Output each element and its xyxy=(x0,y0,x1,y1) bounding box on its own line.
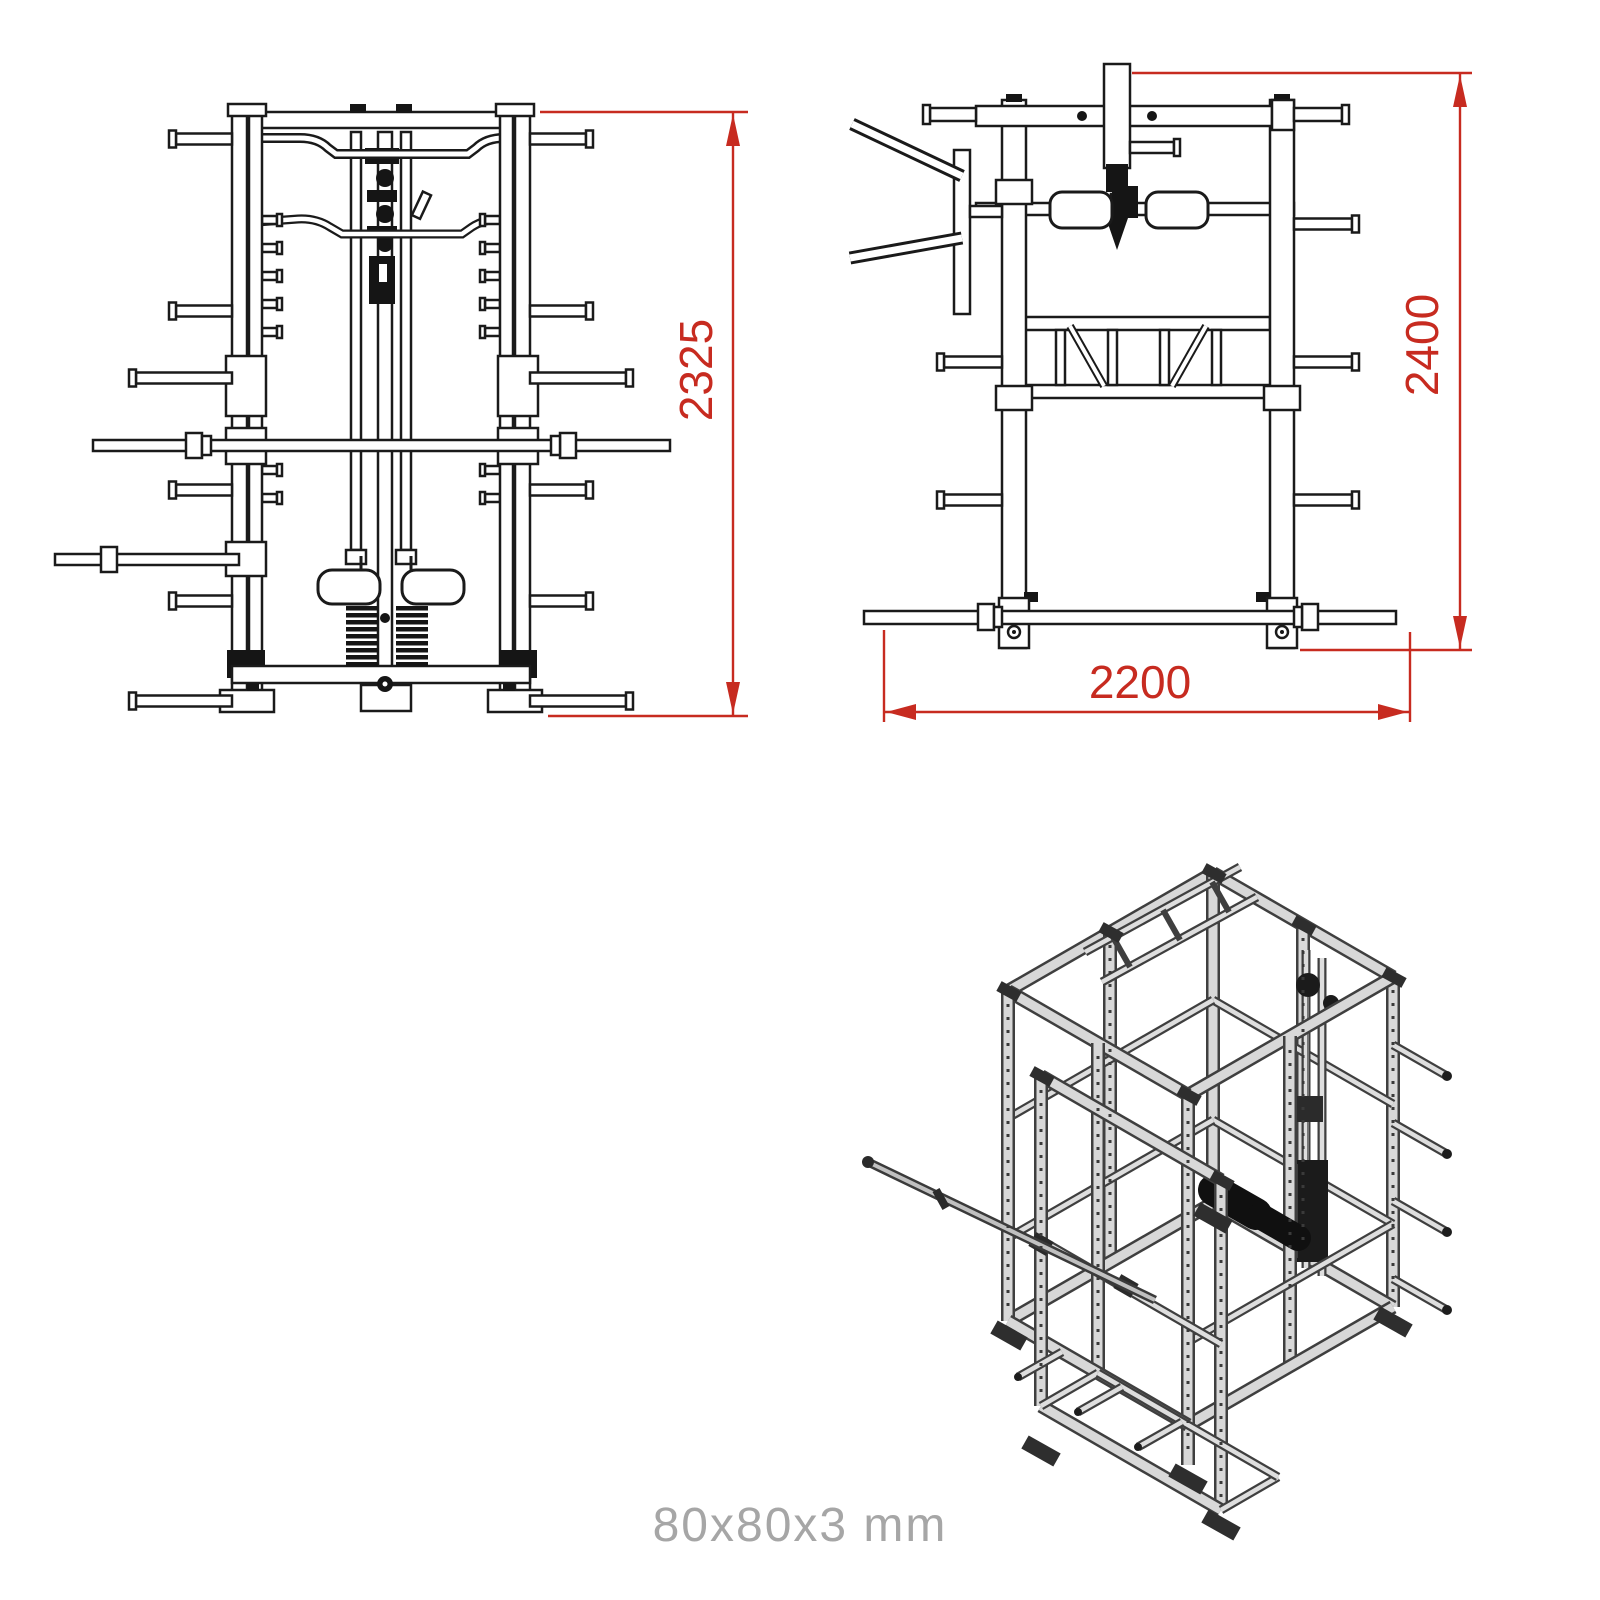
top-beam xyxy=(244,110,506,130)
arrow-up-icon xyxy=(726,114,740,146)
top-beam xyxy=(921,98,1351,132)
arrow-up-icon xyxy=(1453,75,1467,107)
truss-beam xyxy=(1020,315,1272,400)
isometric-view xyxy=(862,863,1452,1541)
base-plates xyxy=(990,1202,1413,1541)
barbell xyxy=(862,1156,1157,1305)
weight-pegs-left xyxy=(127,129,234,711)
arrow-left-icon xyxy=(886,704,916,720)
arrow-right-icon xyxy=(1378,704,1408,720)
pulley-carriage xyxy=(365,148,399,304)
weight-pegs xyxy=(935,214,1361,510)
arrow-down-icon xyxy=(1453,616,1467,648)
storage-barbell xyxy=(53,545,241,574)
dimension-side-height: 2400 xyxy=(1132,71,1472,652)
weight-pegs-right xyxy=(528,129,635,711)
storage-pegs xyxy=(1014,1348,1185,1451)
dimension-side-width: 2200 xyxy=(882,630,1412,722)
weight-pegs xyxy=(1390,1041,1452,1315)
front-view xyxy=(53,102,672,714)
mid-barbell xyxy=(91,431,672,460)
stack-carriage xyxy=(1295,1096,1323,1122)
weight-stack xyxy=(316,556,466,692)
floor-barbell xyxy=(862,592,1398,650)
front-upright xyxy=(1000,94,1028,650)
seat-pads xyxy=(1048,186,1210,230)
arrow-down-icon xyxy=(726,682,740,714)
dimension-front-height: 2325 xyxy=(540,110,748,718)
post-caps xyxy=(996,863,1407,1191)
dip-handles xyxy=(848,118,1004,316)
side-view xyxy=(848,62,1398,650)
rear-upright xyxy=(1268,94,1296,650)
dimension-value-side-width: 2200 xyxy=(1089,656,1191,708)
pullup-bar xyxy=(256,133,505,159)
dimension-value-front-height: 2325 xyxy=(670,319,722,421)
dimension-value-side-height: 2400 xyxy=(1396,294,1448,396)
tube-spec-caption: 80x80x3 mm xyxy=(652,1499,948,1552)
